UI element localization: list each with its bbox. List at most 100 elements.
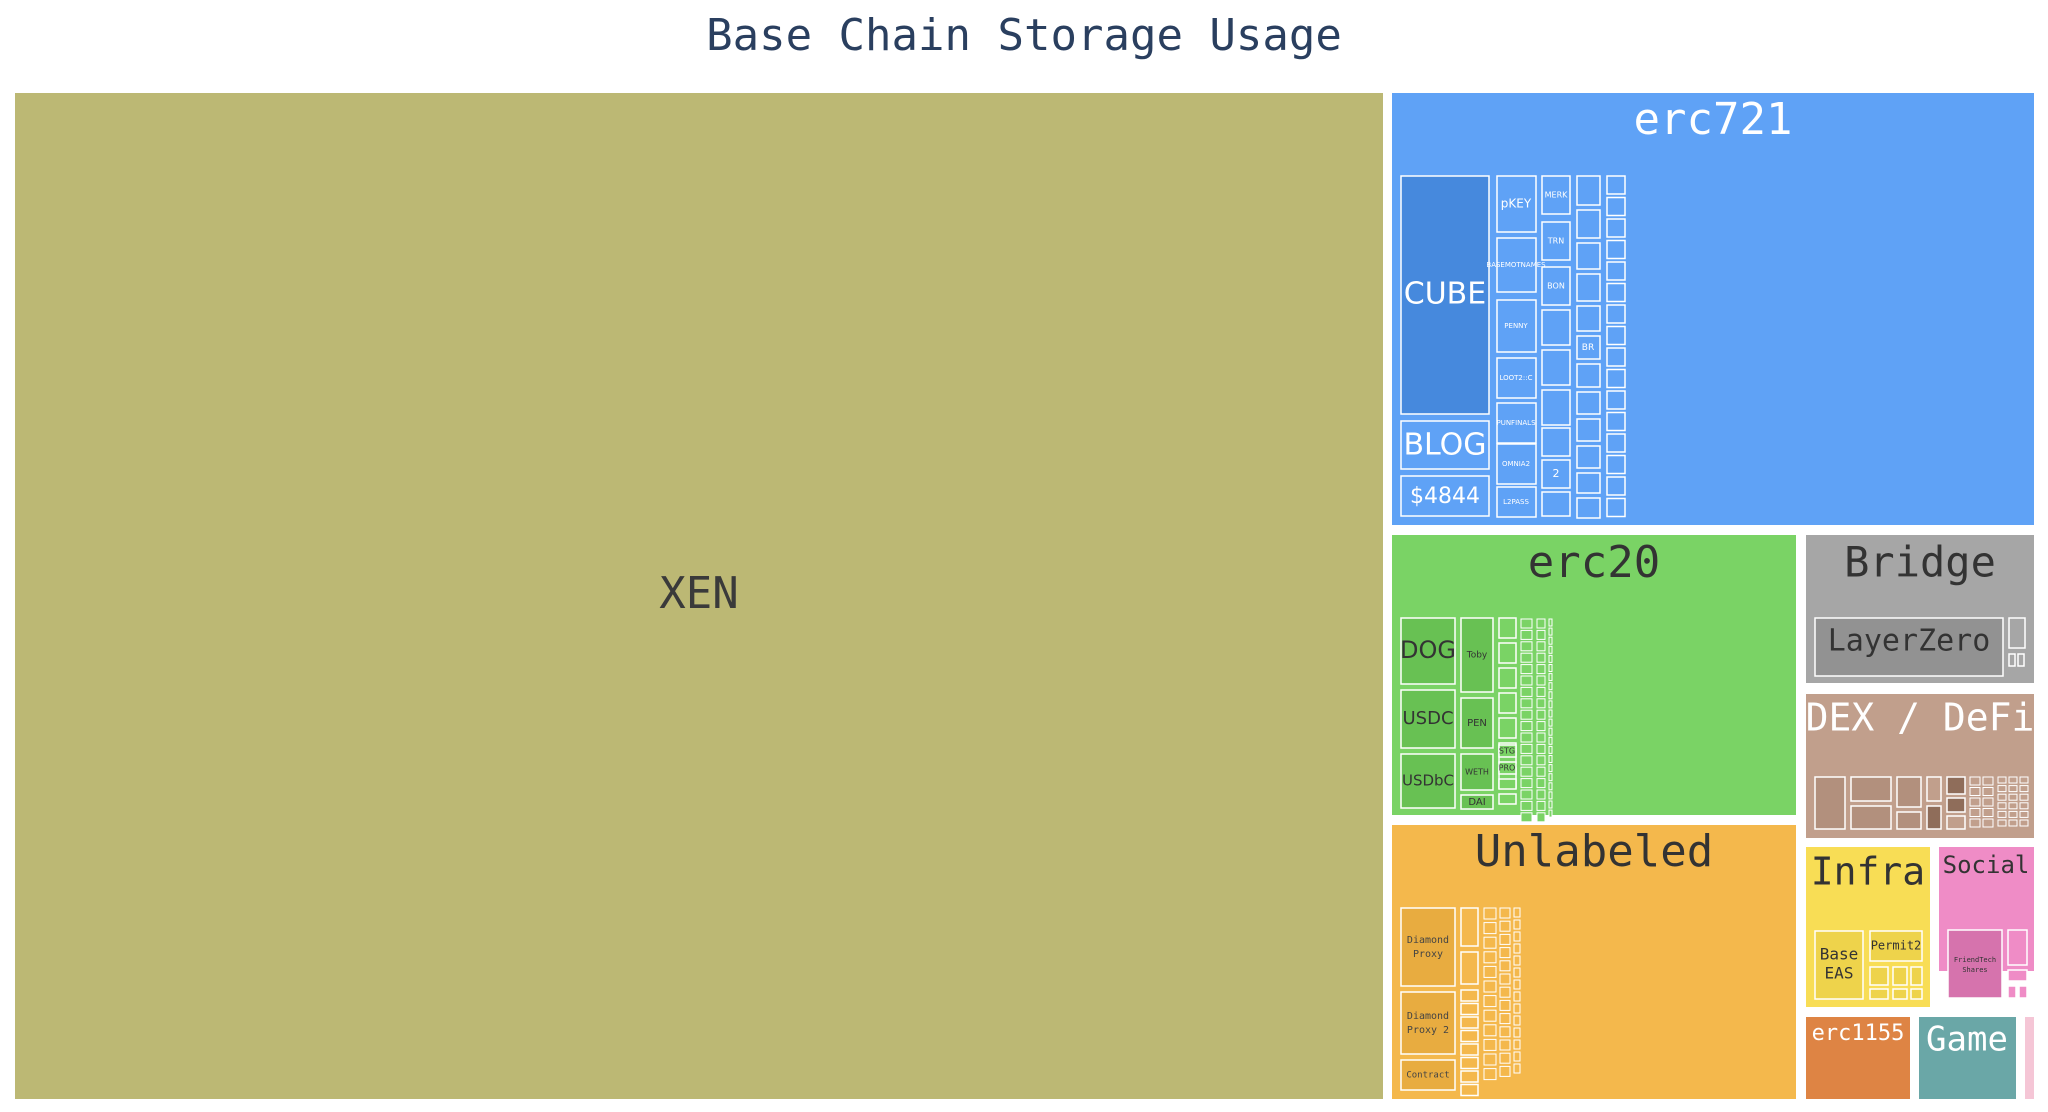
tile-label-diamond-proxy-2-a: Diamond [1407, 1011, 1449, 1022]
tile-dex-small [1997, 802, 2007, 810]
tile-dex-small [2008, 776, 2018, 784]
tile-erc20-small [1520, 675, 1533, 686]
tile-infra-small [1869, 988, 1889, 1000]
tile-erc20-small [1548, 618, 1553, 627]
tile-erc20-small [1548, 700, 1553, 709]
tile-cube [1400, 175, 1490, 415]
tile-merk [1541, 175, 1571, 215]
tile-label-stg: STG [1499, 747, 1515, 756]
tile-bridge-small [2008, 653, 2016, 667]
tile-label-base-eas-a: Base [1820, 945, 1859, 964]
tile-erc20-small [1520, 664, 1533, 675]
tile-erc721-small [1576, 175, 1601, 206]
chart-title: Base Chain Storage Usage [706, 10, 1342, 61]
tile-erc721-small [1541, 309, 1571, 346]
tile-unlabeled-small [1483, 922, 1497, 935]
tile-erc721-small [1541, 389, 1571, 426]
tile-erc20-small [1548, 627, 1553, 636]
tile-toby [1460, 617, 1494, 693]
tile-erc20-small [1520, 652, 1533, 663]
tile-dex-small [1969, 797, 1981, 807]
tile-unlabeled-small [1460, 1070, 1479, 1083]
tile-erc20-small [1536, 766, 1546, 777]
tile-erc20-small [1548, 755, 1553, 763]
tile-dex-small [1982, 818, 1994, 828]
tile-label-base-eas-b: EAS [1825, 964, 1854, 983]
tile-erc20-small [1536, 618, 1546, 629]
tile-label-friendtech-b: Shares [1962, 966, 1987, 974]
tile-erc20-small [1548, 800, 1553, 809]
tile-4844 [1400, 475, 1490, 517]
tile-erc20-small [1548, 664, 1553, 672]
tile-usdbc [1400, 753, 1456, 809]
tile-unlabeled-small [1513, 931, 1521, 942]
tile-social-small [2007, 969, 2028, 982]
tile-label-diamond-proxy: Diamond [1407, 935, 1449, 946]
tile-erc721-small [1606, 218, 1626, 238]
tile-unlabeled-small [1483, 936, 1497, 949]
tile-unlabeled-small [1513, 1027, 1521, 1038]
tile-erc721-small [1606, 282, 1626, 303]
tile-erc20-small [1548, 636, 1553, 645]
tile-label-bon: BON [1547, 282, 1565, 291]
tile-erc20-small [1548, 736, 1553, 745]
tile-dex-small [2008, 819, 2018, 827]
tile-dex-item [1946, 797, 1966, 813]
tile-erc20-small [1520, 629, 1533, 640]
tile-dex-small [2019, 819, 2029, 827]
tile-label-trn: TRN [1547, 237, 1564, 246]
tile-unlabeled-small [1483, 965, 1497, 978]
tile-label-penny: PENNY [1504, 322, 1528, 330]
tile-erc20-small [1536, 629, 1546, 640]
tile-unlabeled-small [1483, 995, 1497, 1008]
tile-dex-item [1946, 815, 1966, 830]
tile-unlabeled-small [1460, 1029, 1479, 1043]
tile-unlabeled-small [1499, 960, 1511, 972]
tile-unlabeled-small [1513, 967, 1521, 978]
tile-dex-small [1982, 787, 1994, 796]
tile-erc20-small [1548, 691, 1553, 700]
tile-erc721-small [1606, 239, 1626, 260]
tile-erc20-small [1498, 667, 1517, 689]
tile-dex-small [1997, 785, 2007, 793]
tile-label-pkey: pKEY [1501, 197, 1532, 211]
tile-erc20-small [1536, 743, 1546, 754]
tile-diamond-proxy-2 [1400, 991, 1456, 1055]
tile-erc20-small [1548, 782, 1553, 791]
tile-erc20-small [1536, 721, 1546, 732]
tile-punfinals [1496, 402, 1537, 444]
tile-erc721-small [1606, 433, 1626, 453]
tile-unlabeled-small [1513, 907, 1521, 918]
tile-label-dex-defi: DEX / DeFi [1806, 696, 2035, 740]
tile-erc721-small [1606, 454, 1626, 475]
tile-erc20-small [1548, 682, 1553, 691]
tile-social-small [2007, 929, 2028, 966]
tile-dex-small [2019, 785, 2029, 793]
tile-unlabeled-small [1513, 991, 1521, 1002]
tile-game [1917, 1015, 2018, 1101]
tile-dex-small [1997, 776, 2007, 784]
tile-erc1155 [1804, 1015, 1912, 1101]
tile-infra-small [1892, 966, 1908, 986]
tile-label-2: 2 [1553, 467, 1560, 480]
tile-friendtech-shares [1947, 929, 2003, 999]
tile-erc721-small [1606, 304, 1626, 324]
tile-erc721-small [1576, 391, 1601, 415]
tile-erc721-small [1576, 209, 1601, 239]
tile-erc20-small [1536, 675, 1546, 686]
tile-unlabeled-small [1499, 1052, 1511, 1064]
tile-stg [1498, 744, 1517, 758]
tile-label-diamond-proxy-2nd: Proxy [1413, 949, 1443, 960]
tile-label-weth: WETH [1465, 768, 1489, 777]
tile-erc721-small [1576, 363, 1601, 388]
tile-dex-small [1969, 818, 1981, 828]
tile-erc721-small [1606, 390, 1626, 410]
tile-erc721-small [1576, 273, 1601, 302]
tile-label-l2pass: L2PASS [1503, 498, 1529, 506]
tile-dex-small [1982, 808, 1994, 817]
tile-erc20-small [1498, 717, 1517, 739]
tile-erc20-small [1536, 732, 1546, 743]
tile-unlabeled-small [1483, 1068, 1497, 1081]
tile-label-toby: Toby [1466, 651, 1488, 661]
